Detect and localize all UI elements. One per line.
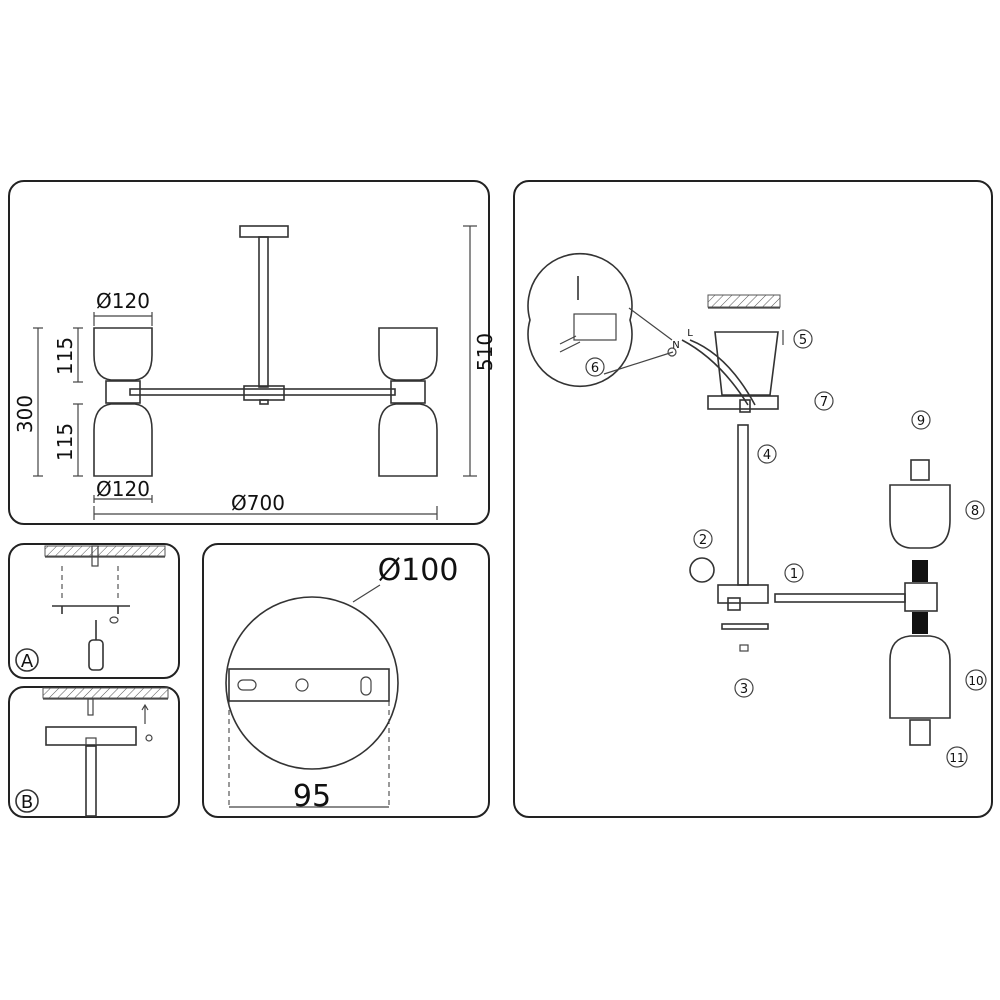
step-2: 2 xyxy=(699,533,707,548)
step-10: 10 xyxy=(968,674,983,688)
step-1: 1 xyxy=(790,567,798,582)
mount-width-label: 95 xyxy=(293,779,331,814)
step-9: 9 xyxy=(917,414,925,429)
center-hub xyxy=(243,385,285,401)
mounting-slot-left xyxy=(237,679,257,691)
screwdriver-icon xyxy=(88,639,104,671)
canopy-drawing: Ø100 95 xyxy=(225,553,459,814)
assembly-upper-shade xyxy=(889,484,951,549)
mount-a-label: A xyxy=(21,651,34,672)
assembly-canopy xyxy=(714,331,779,396)
mounting-hole xyxy=(295,678,309,692)
span-diameter-label: Ø700 xyxy=(231,491,285,515)
step-7: 7 xyxy=(820,395,828,410)
left-lamp xyxy=(93,327,153,477)
right-lamp xyxy=(378,327,438,477)
ceiling-plate xyxy=(239,225,289,238)
step-8: 8 xyxy=(971,504,979,519)
mount-a-drawing: A xyxy=(15,545,166,672)
wiring-magnifier xyxy=(527,252,633,388)
step-4: 4 xyxy=(763,448,771,463)
fixture-dimension-drawing: Ø120 Ø120 Ø700 510 300 115 115 xyxy=(13,225,497,520)
horizontal-arm xyxy=(129,388,396,396)
shade-height-upper-label: 115 xyxy=(53,337,77,375)
shade-height-lower-label: 115 xyxy=(53,423,77,461)
step-6: 6 xyxy=(591,361,599,376)
live-wire-label: L xyxy=(687,328,693,339)
assembly-rod xyxy=(737,424,749,586)
mounting-slot-right xyxy=(360,676,372,696)
height-total-label: 510 xyxy=(473,333,497,371)
shade-diameter-bottom-label: Ø120 xyxy=(96,477,150,501)
mount-b-drawing: B xyxy=(15,687,169,817)
step-markers: 1 2 3 4 5 6 7 8 9 10 11 xyxy=(585,329,987,768)
assembly-arm xyxy=(774,593,906,603)
canopy-circle xyxy=(225,596,399,770)
assembly-lower-shade xyxy=(889,635,951,719)
canopy-diameter-label: Ø100 xyxy=(378,553,459,588)
shade-diameter-top-label: Ø120 xyxy=(96,289,150,313)
mount-b-badge xyxy=(15,789,39,813)
mounting-bar xyxy=(228,668,390,702)
step-11: 11 xyxy=(949,751,964,765)
step-5: 5 xyxy=(799,333,807,348)
step-3: 3 xyxy=(740,682,748,697)
mount-b-label: B xyxy=(21,792,33,813)
mount-b-canopy xyxy=(45,726,137,746)
assembly-panel xyxy=(513,180,993,818)
vertical-rod xyxy=(258,236,269,388)
assembly-drawing: 1 2 3 4 5 6 7 8 9 10 11 N L xyxy=(527,252,987,768)
mount-b-panel xyxy=(8,686,180,818)
neutral-wire-label: N xyxy=(672,340,679,351)
mount-a-badge xyxy=(15,648,39,672)
height-body-label: 300 xyxy=(13,395,37,433)
